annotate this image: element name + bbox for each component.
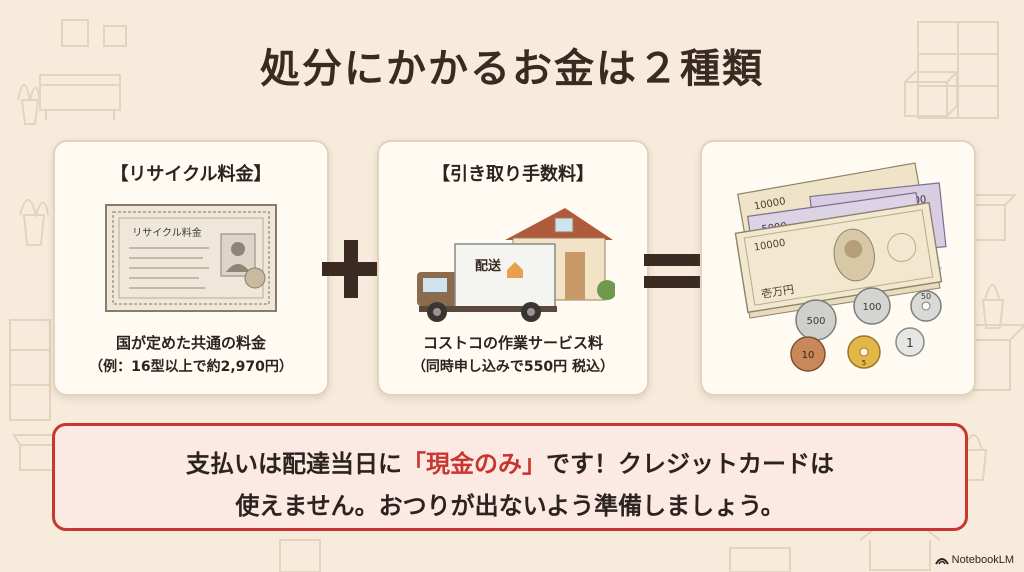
page-title: 処分にかかるお金は２種類 [260,46,764,92]
cash-money-illustration: 10000 5000 5000 10000 壱万円 [734,162,947,372]
plus-operator [322,240,380,298]
alert-line-2: 使えません。おつりが出ないよう準備しましょう。 [235,492,785,520]
recycling-certificate-illustration: リサイクル料金 [105,204,277,312]
brand-watermark: NotebookLM [934,554,1014,566]
coin-label: 500 [806,316,825,327]
coin-label: 50 [921,292,931,301]
alert-text-after: です！クレジットカードは [546,450,834,478]
coin-label: 10 [802,350,815,361]
bill-label: 10000 [753,238,786,254]
alert-line-1: 支払いは配達当日に「現金のみ」です！クレジットカードは [55,444,965,479]
bill-label: 壱万円 [760,282,795,301]
brand-name: NotebookLM [951,554,1014,566]
cash-card: 10000 5000 5000 10000 壱万円 [700,140,976,396]
alert-text-before: 支払いは配達当日に [186,450,402,478]
coin-label: 100 [862,302,881,313]
coin-label: 1 [906,336,914,350]
truck-label: 配送 [475,258,502,274]
recycling-fee-example: （例：16型以上で約2,970円） [89,359,293,375]
alert-highlight-cash-only: 「現金のみ」 [402,450,546,478]
pickup-fee-card: 【引き取り手数料】 配送 コストコの作業サービス料 （同時申し込みで550円 税… [377,140,649,396]
pickup-fee-description: コストコの作業サービス料 [422,334,603,352]
notebooklm-logo-icon [934,558,949,565]
recycling-fee-description: 国が定めた共通の料金 [115,334,266,352]
coin-label: 5 [862,359,866,367]
cash-only-alert: 支払いは配達当日に「現金のみ」です！クレジットカードは 使えません。おつりが出な… [52,423,968,531]
recycling-fee-card: 【リサイクル料金】 リサイクル料金 国が定めた共通の料金 （例：16型以上で約2… [53,140,329,396]
certificate-label: リサイクル料金 [132,226,202,239]
delivery-truck-house-illustration: 配送 [417,208,615,322]
equals-operator [644,254,702,288]
pickup-fee-heading: 【引き取り手数料】 [432,164,594,185]
recycling-fee-heading: 【リサイクル料金】 [110,164,272,185]
bill-label: 10000 [753,196,786,212]
pickup-fee-example: （同時申し込みで550円 税込） [411,359,615,375]
